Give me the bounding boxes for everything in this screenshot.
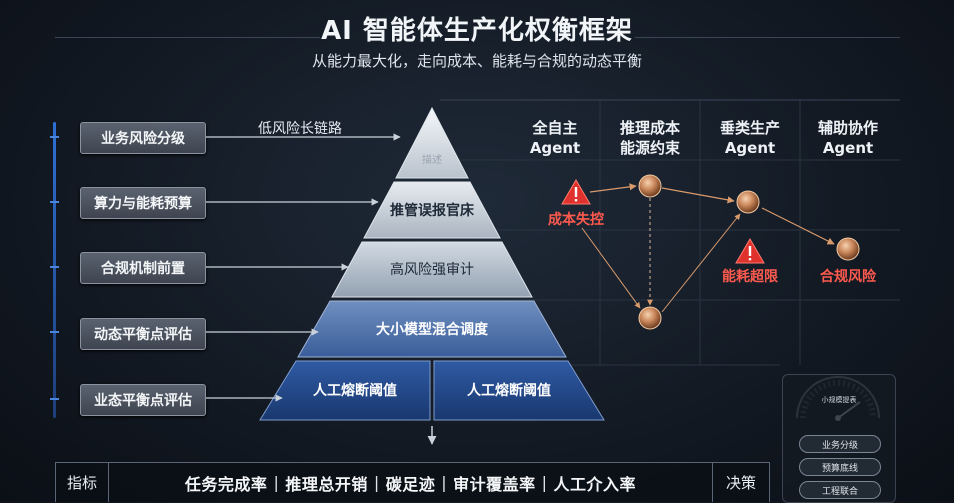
edge-cost-to-n4: [581, 227, 641, 309]
column-header-vertical: 垂类生产 Agent: [705, 118, 795, 158]
warning-icon: [561, 179, 591, 205]
edge-cost-to-n1: [589, 183, 637, 193]
column-header-line: 推理成本: [619, 119, 680, 137]
left-label-business-risk: 业务风险分级: [80, 122, 206, 154]
warning-icon: [735, 238, 765, 264]
pyramid-layer-4-label: 大小模型混合调度: [376, 322, 488, 338]
edge-n4-to-n2: [661, 213, 741, 313]
metrics-label: 指标: [56, 463, 109, 502]
title-rule-right: [635, 37, 900, 38]
left-axis-bar: [53, 122, 56, 418]
gauge-panel: 小规模提表 业务分级 预算底线 工程联合: [782, 374, 896, 503]
column-header-line: 垂类生产: [719, 119, 780, 137]
metric-separator: |: [441, 473, 448, 492]
edge-n2-to-n3: [761, 207, 835, 245]
left-label-dynamic-balance: 动态平衡点评估: [80, 318, 206, 350]
network-node: [638, 174, 662, 198]
axis-tick: [50, 201, 59, 203]
edge-n1-to-n2: [661, 187, 735, 204]
title-rule-left: [55, 37, 320, 38]
page-title: AI 智能体生产化权衡框架: [321, 16, 633, 46]
network-node: [836, 237, 860, 261]
column-header-line: Agent: [724, 139, 776, 157]
background-grid: [440, 100, 900, 366]
pyramid-layer-3: [331, 241, 533, 298]
metrics-bar: 指标 任务完成率 | 推理总开销 | 碳足迹 | 审计覆盖率 | 人工介入率 决…: [55, 462, 770, 502]
metric-separator: |: [273, 473, 280, 492]
metric-separator: |: [373, 473, 380, 492]
pyramid-top-layer: [395, 106, 469, 179]
left-label-industry-balance: 业态平衡点评估: [80, 384, 206, 416]
column-header-assistive: 辅助协作 Agent: [803, 118, 893, 158]
gauge-label: 小规模提表: [821, 396, 857, 404]
axis-tick: [50, 398, 59, 400]
page-subtitle: 从能力最大化，走向成本、能耗与合规的动态平衡: [311, 52, 642, 70]
metrics-list: 任务完成率 | 推理总开销 | 碳足迹 | 审计覆盖率 | 人工介入率: [108, 463, 713, 502]
decision-label: 决策: [712, 463, 769, 502]
pyramid-layer-2: [363, 181, 501, 239]
column-header-line: Agent: [822, 139, 874, 157]
metric-inference-cost: 推理总开销: [285, 474, 368, 494]
left-label-compliance: 合规机制前置: [80, 252, 206, 284]
column-header-inference-cost: 推理成本 能源约束: [605, 118, 695, 158]
pyramid-layer-2-label: 推管误报官床: [390, 203, 474, 219]
metric-audit-coverage: 审计覆盖率: [453, 474, 536, 494]
column-header-autonomous: 全自主 Agent: [510, 118, 600, 158]
column-header-line: 辅助协作: [817, 119, 878, 137]
metric-separator: |: [541, 473, 548, 492]
metric-carbon: 碳足迹: [385, 474, 436, 494]
pyramid-top-label: 描述: [422, 154, 442, 166]
axis-tick: [50, 331, 59, 333]
pyramid-layer-4: [297, 300, 567, 358]
left-label-compute-budget: 算力与能耗预算: [80, 187, 206, 219]
axis-tick: [50, 266, 59, 268]
column-header-line: Agent: [529, 139, 581, 157]
business-tier-button[interactable]: 业务分级: [799, 435, 881, 453]
arrow-label-low-risk: 低风险长链路: [258, 121, 342, 137]
pyramid-base-right-label: 人工熔断阈值: [467, 383, 551, 399]
column-header-line: 全自主: [532, 119, 578, 137]
axis-tick: [50, 136, 59, 138]
network-node: [736, 190, 760, 214]
metric-human-intervention: 人工介入率: [553, 474, 637, 494]
pyramid-base-left: [259, 360, 431, 421]
risk-label-cost-loss: 成本失控: [548, 212, 604, 228]
engineering-joint-button[interactable]: 工程联合: [799, 481, 881, 499]
pyramid-base-left-label: 人工熔断阈值: [313, 383, 397, 399]
risk-label-energy-over: 能耗超限: [722, 269, 778, 285]
metric-task-completion: 任务完成率: [184, 474, 268, 494]
pyramid-layer-3-label: 高风险强审计: [390, 262, 474, 278]
pyramid-base-right: [433, 360, 605, 421]
budget-floor-button[interactable]: 预算底线: [799, 458, 881, 476]
column-header-line: 能源约束: [619, 139, 680, 157]
risk-label-compliance: 合规风险: [820, 269, 876, 285]
network-node: [638, 306, 662, 330]
